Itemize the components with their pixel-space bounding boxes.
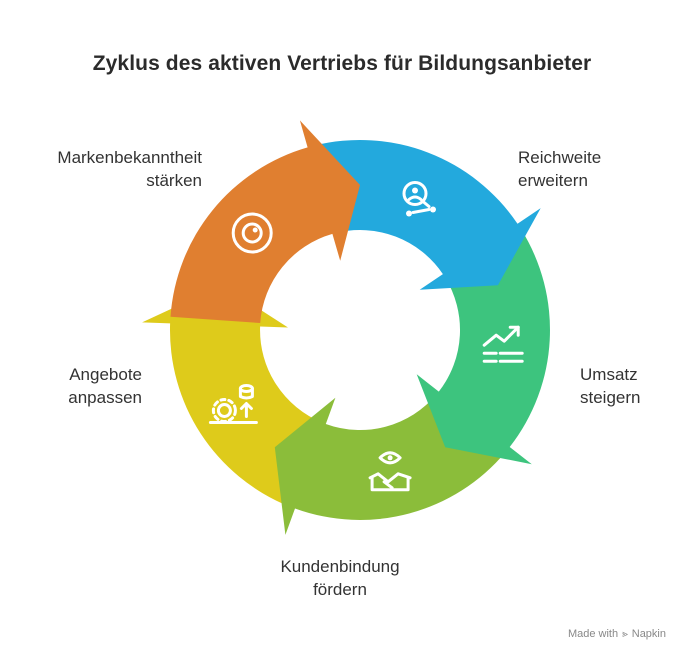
- label-brand-line2: stärken: [146, 171, 202, 190]
- label-loyalty-line2: fördern: [313, 580, 367, 599]
- footer-made-with: Made with: [567, 628, 619, 640]
- footer-brand: Napkin: [631, 628, 666, 640]
- label-loyalty: Kundenbindung fördern: [260, 555, 420, 601]
- eye-circle-icon: [231, 212, 273, 254]
- label-reach: Reichweite erweitern: [518, 146, 601, 192]
- diagram-title: Zyklus des aktiven Vertriebs für Bildung…: [92, 52, 592, 75]
- napkin-logo-icon: ⪢: [622, 628, 628, 640]
- label-sales: Umsatz steigern: [580, 363, 640, 409]
- growth-chart-coins-icon: [482, 325, 524, 363]
- label-offers: Angebote anpassen: [68, 363, 142, 409]
- label-sales-line1: Umsatz: [580, 365, 638, 384]
- segment-reach: [314, 139, 541, 290]
- segment-sales: [416, 229, 550, 465]
- label-loyalty-line1: Kundenbindung: [280, 557, 400, 576]
- label-reach-line2: erweitern: [518, 171, 588, 190]
- label-sales-line2: steigern: [580, 388, 641, 407]
- label-offers-line1: Angebote: [69, 365, 142, 384]
- label-brand: Markenbekanntheit stärken: [57, 146, 202, 192]
- segment-brand: [170, 120, 360, 324]
- footer-credit: Made with ⪢ Napkin: [568, 628, 666, 640]
- person-search-network-icon: [402, 181, 436, 217]
- label-reach-line1: Reichweite: [518, 148, 602, 167]
- handshake-eye-icon: [368, 451, 412, 492]
- label-offers-line2: anpassen: [68, 388, 142, 407]
- label-brand-line1: Markenbekanntheit: [57, 148, 202, 167]
- gear-growth-icon: [208, 384, 258, 424]
